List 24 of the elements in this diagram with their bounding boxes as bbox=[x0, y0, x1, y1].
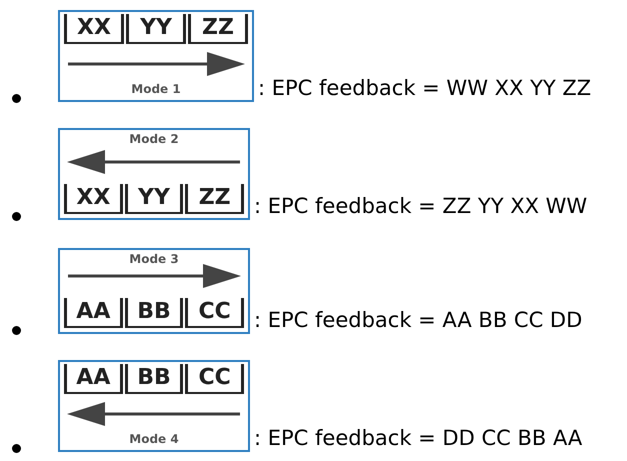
mode-panel bbox=[58, 128, 250, 220]
code-cell: BB bbox=[124, 298, 184, 328]
mode-panel bbox=[58, 248, 250, 334]
code-cell: YY bbox=[124, 184, 184, 214]
code-cell: CC bbox=[185, 364, 244, 394]
feedback-text: : EPC feedback = AA BB CC DD bbox=[254, 308, 582, 332]
code-cell: XX bbox=[64, 14, 124, 44]
feedback-text: : EPC feedback = DD CC BB AA bbox=[254, 426, 582, 450]
code-cell: ZZ bbox=[188, 14, 248, 44]
code-cell: YY bbox=[126, 14, 186, 44]
mode-panel bbox=[58, 360, 250, 452]
code-cell: AA bbox=[64, 364, 123, 394]
code-cell: AA bbox=[64, 298, 123, 328]
code-cell: CC bbox=[185, 298, 244, 328]
mode-label: Mode 1 bbox=[130, 82, 182, 96]
code-cell: ZZ bbox=[185, 184, 244, 214]
feedback-text: : EPC feedback = ZZ YY XX WW bbox=[254, 194, 588, 218]
mode-label: Mode 4 bbox=[128, 432, 180, 446]
code-cell: BB bbox=[124, 364, 184, 394]
feedback-text: : EPC feedback = WW XX YY ZZ bbox=[258, 76, 592, 100]
code-cell: XX bbox=[64, 184, 123, 214]
mode-panel bbox=[58, 10, 254, 102]
mode-label: Mode 2 bbox=[128, 132, 180, 146]
mode-label: Mode 3 bbox=[128, 252, 180, 266]
